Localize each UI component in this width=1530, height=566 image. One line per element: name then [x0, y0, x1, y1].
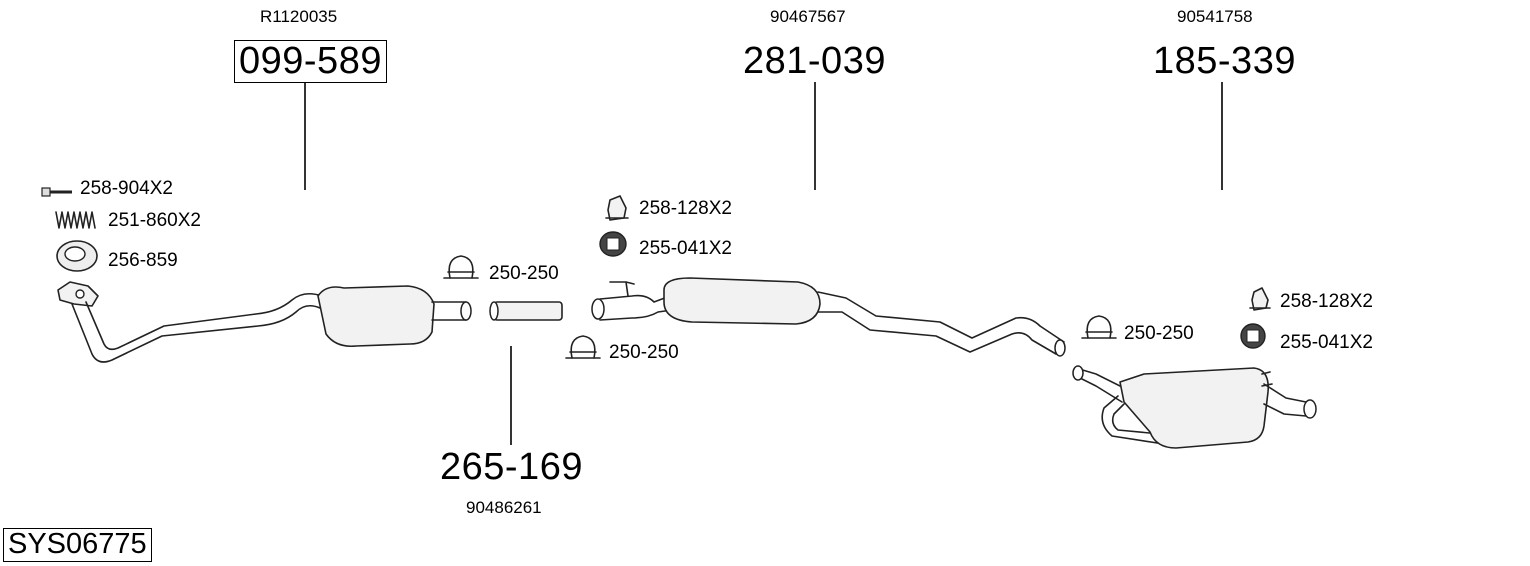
rubber-hanger-icon — [599, 231, 627, 257]
catalytic-converter-front-pipe — [57, 281, 472, 363]
mounting-bracket-icon — [1249, 287, 1271, 311]
accessory-label[interactable]: 250-250 — [489, 263, 559, 284]
gasket-ring-icon — [56, 240, 98, 272]
accessory-label[interactable]: 251-860X2 — [108, 210, 201, 231]
part-ref: 90467567 — [770, 7, 846, 26]
spring-icon — [55, 211, 96, 229]
rear-silencer — [1072, 365, 1317, 449]
accessory-label[interactable]: 255-041X2 — [639, 238, 732, 259]
part-ref: 90541758 — [1177, 7, 1253, 26]
accessory-label[interactable]: 256-859 — [108, 250, 178, 271]
pipe-clamp-icon — [1081, 315, 1117, 339]
part-number[interactable]: 265-169 — [440, 446, 583, 488]
accessory-label[interactable]: 250-250 — [609, 342, 679, 363]
rubber-hanger-icon — [1240, 323, 1266, 349]
accessory-label[interactable]: 258-128X2 — [639, 198, 732, 219]
accessory-label[interactable]: 258-904X2 — [80, 178, 173, 199]
part-number[interactable]: 281-039 — [743, 40, 886, 82]
accessory-label[interactable]: 258-128X2 — [1280, 291, 1373, 312]
part-ref: 90486261 — [466, 498, 542, 517]
mounting-bracket-icon — [605, 195, 629, 221]
pipe-clamp-icon — [443, 255, 479, 279]
part-number[interactable]: 099-589 — [234, 40, 387, 83]
intermediate-pipe — [489, 301, 563, 321]
bolt-icon — [41, 187, 72, 197]
part-ref: R1120035 — [260, 7, 338, 26]
system-code: SYS06775 — [3, 528, 152, 562]
part-number[interactable]: 185-339 — [1153, 40, 1296, 82]
accessory-label[interactable]: 255-041X2 — [1280, 332, 1373, 353]
centre-silencer — [591, 277, 1066, 357]
accessory-label[interactable]: 250-250 — [1124, 323, 1194, 344]
pipe-clamp-icon — [565, 335, 601, 359]
